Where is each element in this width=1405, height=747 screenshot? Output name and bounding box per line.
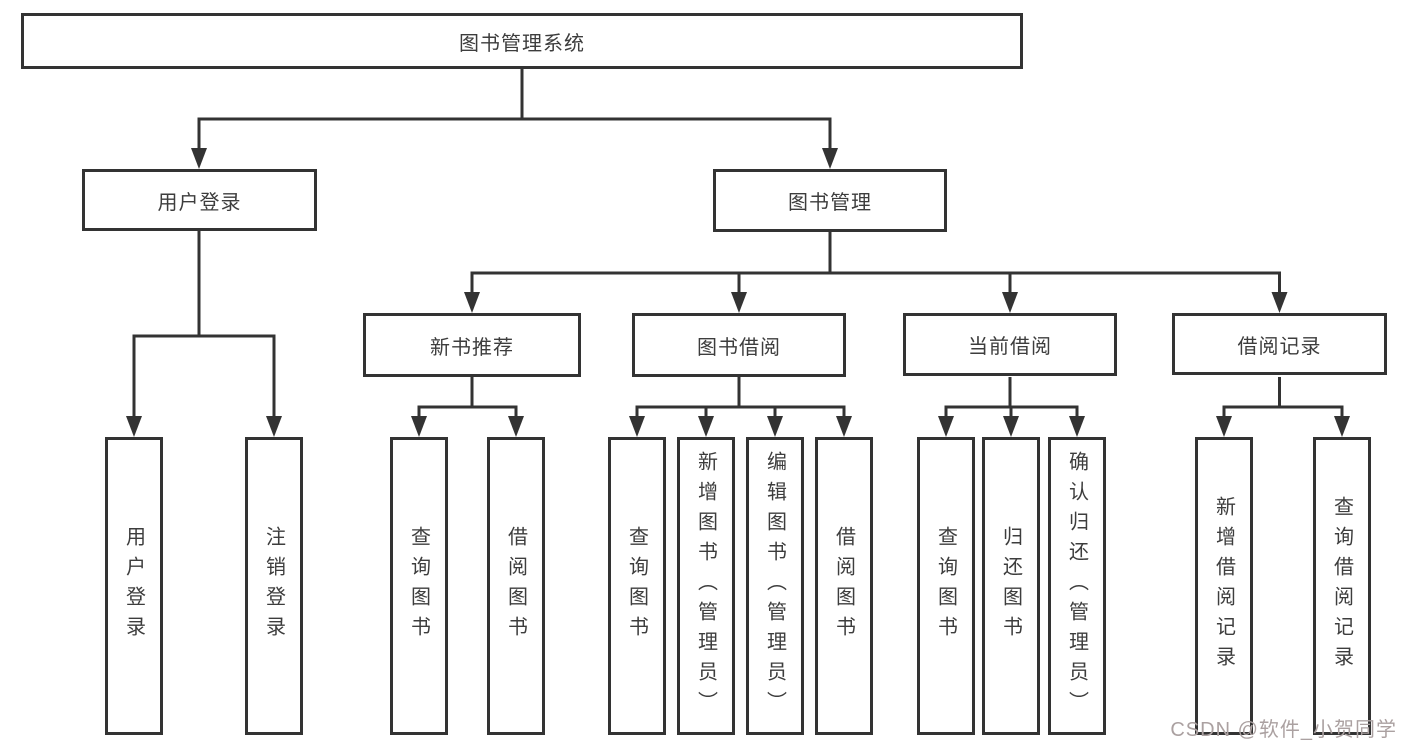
connector-root-to-branches [197, 69, 832, 150]
leaf-user-login: 用户登录 [105, 437, 163, 735]
connector-login-to-leaves [132, 231, 276, 418]
arrowhead [1216, 416, 1232, 437]
arrowhead [266, 416, 282, 437]
arrowhead [126, 416, 142, 437]
leaf-add-borrow-record: 新增借阅记录 [1195, 437, 1253, 735]
node-book-borrowing: 图书借阅 [632, 313, 846, 377]
arrowhead [464, 292, 480, 313]
connector-sec1-to-leaves [635, 377, 846, 418]
arrowhead [1002, 292, 1018, 313]
leaf-query-books-borrowing: 查询图书 [608, 437, 666, 735]
arrowhead [822, 148, 838, 169]
connector-arrowheads [126, 148, 1350, 437]
node-user-login: 用户登录 [82, 169, 317, 231]
arrowhead [1069, 416, 1085, 437]
leaf-edit-books-admin: 编辑图书（管理员） [746, 437, 804, 735]
leaf-query-books-current: 查询图书 [917, 437, 975, 735]
node-library-management-system: 图书管理系统 [21, 13, 1023, 69]
arrowhead [508, 416, 524, 437]
arrowhead [191, 148, 207, 169]
leaf-confirm-return-admin: 确认归还（管理员） [1048, 437, 1106, 735]
leaf-logout: 注销登录 [245, 437, 303, 735]
connector-sec0-to-leaves [417, 377, 518, 418]
leaf-borrow-books-recommend: 借阅图书 [487, 437, 545, 735]
arrowhead [767, 416, 783, 437]
arrowhead [629, 416, 645, 437]
node-borrowing-records: 借阅记录 [1172, 313, 1387, 375]
leaf-query-borrow-record: 查询借阅记录 [1313, 437, 1371, 735]
leaf-return-books: 归还图书 [982, 437, 1040, 735]
connector-sec2-to-leaves [944, 377, 1079, 418]
arrowhead [1003, 416, 1019, 437]
arrowhead [938, 416, 954, 437]
csdn-watermark: CSDN @软件_小贺同学 [1170, 719, 1397, 741]
node-new-book-recommendation: 新书推荐 [363, 313, 581, 377]
connector-strokes [132, 69, 1344, 418]
leaf-add-books-admin: 新增图书（管理员） [677, 437, 735, 735]
connector-sec3-to-leaves [1222, 377, 1344, 418]
arrowhead [1334, 416, 1350, 437]
connector-mgmt-to-sections [470, 232, 1281, 294]
arrowhead [731, 292, 747, 313]
node-book-management: 图书管理 [713, 169, 947, 232]
node-current-borrowing: 当前借阅 [903, 313, 1117, 376]
arrowhead [836, 416, 852, 437]
arrowhead [411, 416, 427, 437]
arrowhead [1271, 292, 1288, 313]
arrowhead [698, 416, 714, 437]
leaf-query-books-recommend: 查询图书 [390, 437, 448, 735]
leaf-borrow-books: 借阅图书 [815, 437, 873, 735]
